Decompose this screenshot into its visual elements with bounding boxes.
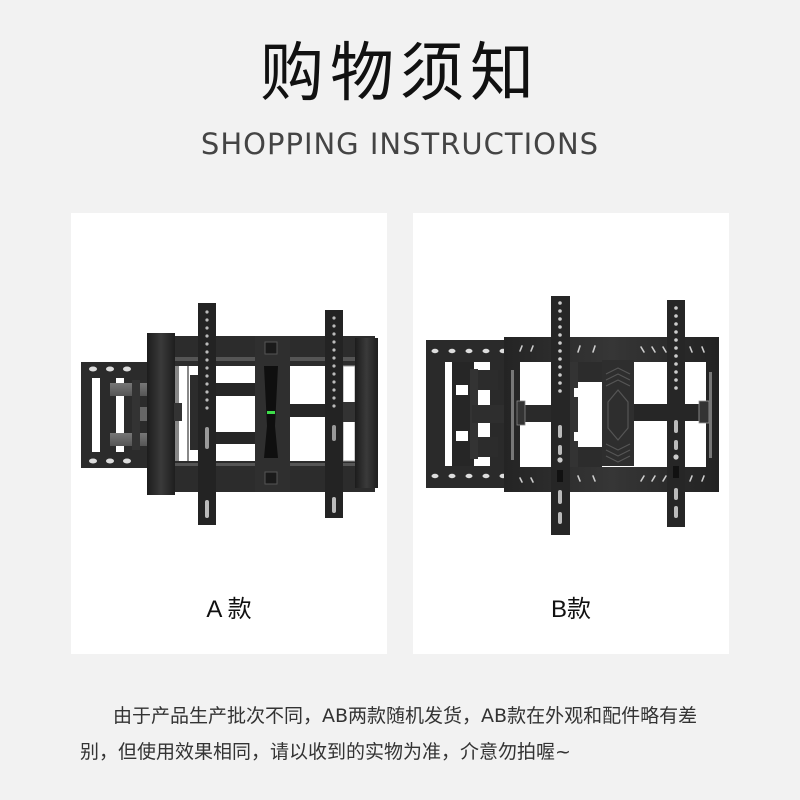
tv-wall-mount-b-image	[426, 296, 719, 535]
green-indicator-icon	[267, 411, 275, 414]
variant-a-label: A 款	[206, 596, 252, 623]
page-title: 购物须知	[260, 37, 540, 111]
variant-card-b: B款	[413, 213, 729, 654]
page-subtitle: SHOPPING INSTRUCTIONS	[200, 127, 600, 161]
tv-wall-mount-a-image	[81, 303, 378, 525]
shipping-notice: 由于产品生产批次不同，AB两款随机发货，AB款在外观和配件略有差别，但使用效果相…	[80, 705, 698, 763]
variant-b-label: B款	[550, 596, 591, 623]
variant-card-a: A 款	[71, 213, 387, 654]
